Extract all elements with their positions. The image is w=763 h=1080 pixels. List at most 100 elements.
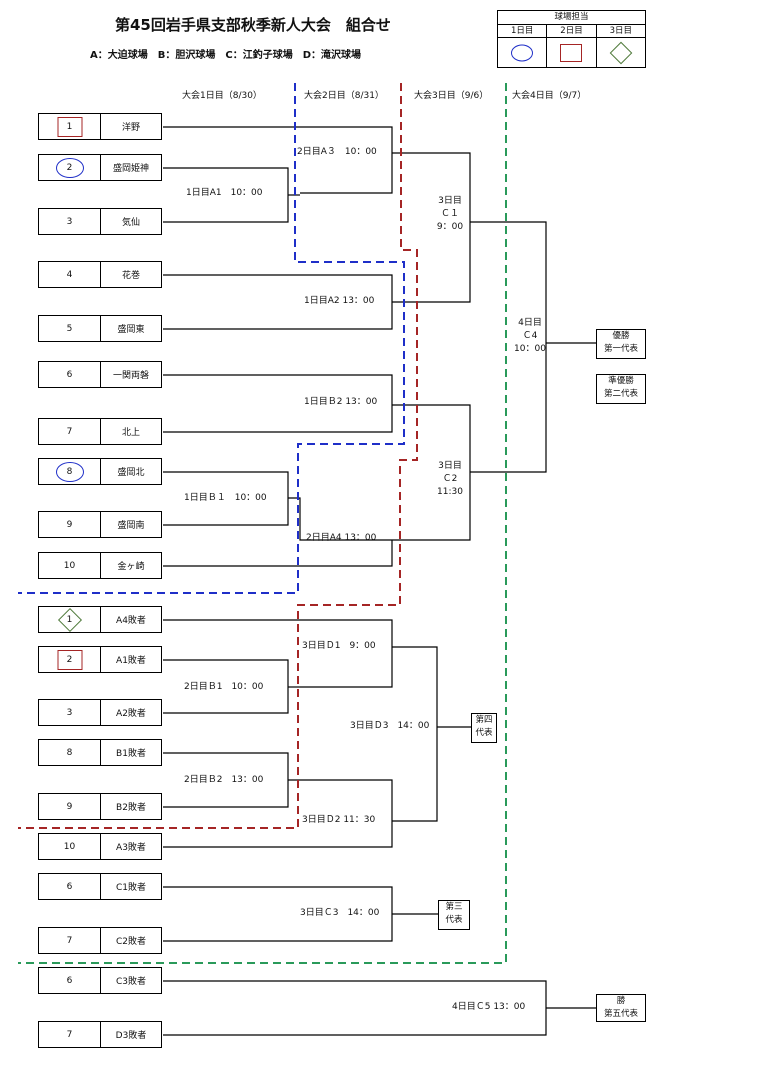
team-seed: 6 [39,362,101,387]
match-label-c3: 3日目Ｃ3 14：00 [300,908,380,918]
match-label-a3: 2日目A３ 10：00 [297,147,377,157]
team-name: C3敗者 [115,977,146,987]
match-label-a1: 1日目A1 10：00 [186,188,263,198]
team-name: 北上 [121,428,140,438]
day2-header: 大会2日目（8/31） [304,91,384,101]
team-name: A2敗者 [116,709,146,719]
team-seed: 8 [39,740,101,765]
team-entry: 10 金ヶ崎 [38,552,162,579]
team-entry: 6 C1敗者 [38,873,162,900]
team-entry: 1 A4敗者 [38,606,162,633]
page-title: 第45回岩手県支部秋季新人大会 組合せ [115,16,391,34]
team-name: A3敗者 [116,843,146,853]
match-label-b2-consolation: 2日目Ｂ2 13：00 [184,775,264,785]
team-seed: 2 [39,647,101,672]
team-seed: 6 [39,874,101,899]
team-name: C1敗者 [115,883,146,893]
team-seed: 1 [39,114,101,139]
team-entry: 1 洋野 [38,113,162,140]
team-seed: 7 [39,419,101,444]
team-entry: 3 A2敗者 [38,699,162,726]
team-entry: 3 気仙 [38,208,162,235]
team-name: 花巻 [121,271,140,281]
team-seed: 3 [39,209,101,234]
day2-boundary [18,83,418,829]
blue-circle-marker-icon [55,461,84,482]
team-entry: 7 C2敗者 [38,927,162,954]
day4-header: 大会4日目（9/7） [512,91,587,101]
team-name: D3敗者 [115,1031,147,1041]
team-name: C2敗者 [115,937,146,947]
match-label-d1: 3日目Ｄ1 9：00 [302,641,376,651]
team-entry: 9 B2敗者 [38,793,162,820]
blue-circle-marker-icon [55,157,84,178]
day1-boundary [18,83,405,594]
team-seed: 9 [39,794,101,819]
team-entry: 10 A3敗者 [38,833,162,860]
match-label-d3: 3日目Ｄ3 14：00 [350,721,430,731]
team-name: 盛岡東 [117,325,145,335]
team-entry: 7 北上 [38,418,162,445]
red-square-marker-icon [57,116,82,137]
team-entry: 4 花巻 [38,261,162,288]
champion-box: 優勝第一代表 [596,329,646,359]
match-label-c5: 4日目Ｃ5 13：00 [452,1002,526,1012]
team-seed: 3 [39,700,101,725]
third-representative-box: 第三代表 [438,900,470,930]
team-entry: 5 盛岡東 [38,315,162,342]
legend-header: 球場担当 [498,11,645,25]
red-square-marker-icon [57,649,82,670]
fifth-representative-box: 勝第五代表 [596,994,646,1022]
legend-day3-label: 3日目 [596,25,645,38]
team-name: 金ヶ崎 [117,562,145,572]
team-seed: 6 [39,968,101,993]
green-diamond-marker-icon [609,41,633,65]
team-seed: 7 [39,1022,101,1047]
team-name: A4敗者 [116,616,146,626]
match-label-d2: 3日目Ｄ2 11：30 [302,815,376,825]
legend-day2-label: 2日目 [547,25,596,38]
blue-circle-marker-icon [511,44,534,62]
match-label-a2: 1日目A2 13：00 [304,296,375,306]
team-name: 盛岡姫神 [112,164,149,174]
fourth-representative-box: 第四代表 [471,713,497,743]
team-name: 気仙 [121,218,140,228]
venue-list: A：大迫球場 B：胆沢球場 C：江釣子球場 D：滝沢球場 [90,50,362,61]
team-name: B1敗者 [116,749,146,759]
team-entry: 6 一関両磐 [38,361,162,388]
team-name: 一関両磐 [112,371,149,381]
match-label-b1: 1日目Ｂ１ 10：00 [184,493,267,503]
team-seed: 10 [39,553,101,578]
team-seed: 5 [39,316,101,341]
team-seed: 1 [39,607,101,632]
team-name: 盛岡北 [117,468,145,478]
team-name: B2敗者 [116,803,146,813]
team-seed: 7 [39,928,101,953]
match-label-b2: 1日目Ｂ2 13：00 [304,397,378,407]
team-entry: 7 D3敗者 [38,1021,162,1048]
day3-header: 大会3日目（9/6） [414,91,489,101]
team-seed: 10 [39,834,101,859]
team-seed: 9 [39,512,101,537]
team-entry: 6 C3敗者 [38,967,162,994]
team-seed: 4 [39,262,101,287]
red-square-marker-icon [560,44,583,62]
runner-up-box: 準優勝第二代表 [596,374,646,404]
team-name: 盛岡南 [117,521,145,531]
team-name: 洋野 [121,123,140,133]
team-seed: 2 [39,155,101,180]
field-duty-legend: 球場担当 1日目 2日目 3日目 [497,10,646,68]
day3-boundary [18,83,507,964]
team-entry: 2 盛岡姫神 [38,154,162,181]
match-label-a4: 2日目A4 13：00 [306,533,377,543]
team-entry: 8 B1敗者 [38,739,162,766]
team-entry: 9 盛岡南 [38,511,162,538]
match-label-b1-consolation: 2日目Ｂ1 10：00 [184,682,264,692]
day1-header: 大会1日目（8/30） [182,91,262,101]
